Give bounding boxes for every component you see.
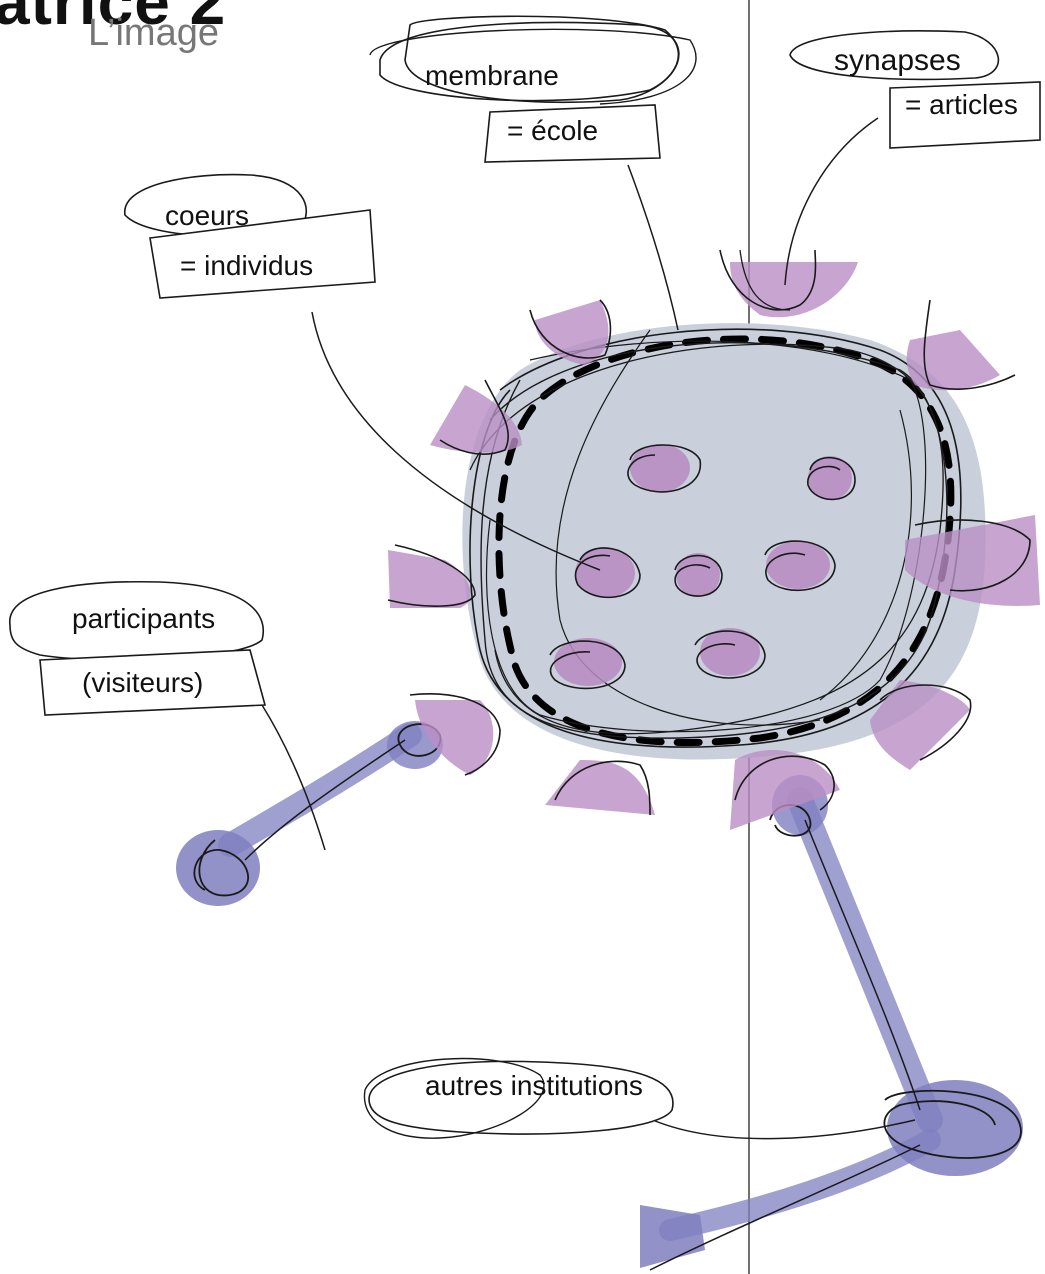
leader-synapses	[785, 118, 878, 285]
callout-synapses: synapses = articles	[790, 31, 1040, 148]
participants-label: participants	[72, 603, 215, 634]
ecole-label: = école	[507, 115, 598, 146]
visiteurs-label: (visiteurs)	[82, 667, 203, 698]
leader-membrane	[628, 165, 678, 330]
link-to-autres-institutions	[640, 775, 1023, 1270]
articles-label: = articles	[905, 89, 1018, 120]
link-to-participants	[176, 721, 443, 906]
membrane-label: membrane	[425, 60, 559, 91]
synapses-label: synapses	[834, 44, 961, 77]
synapse	[545, 760, 655, 815]
synapse	[530, 300, 610, 365]
autres-institutions-label: autres institutions	[425, 1070, 643, 1101]
individus-label: = individus	[180, 250, 313, 281]
callout-autres-institutions: autres institutions	[364, 1059, 673, 1139]
leader-autres-institutions	[648, 1118, 915, 1139]
synapse	[720, 250, 858, 317]
callout-participants: participants (visiteurs)	[10, 582, 265, 715]
synapse	[388, 545, 475, 608]
callout-membrane: membrane = école	[370, 16, 696, 162]
synapse	[907, 300, 1015, 390]
callout-coeurs: coeurs = individus	[125, 175, 375, 298]
nucleus	[628, 444, 700, 492]
